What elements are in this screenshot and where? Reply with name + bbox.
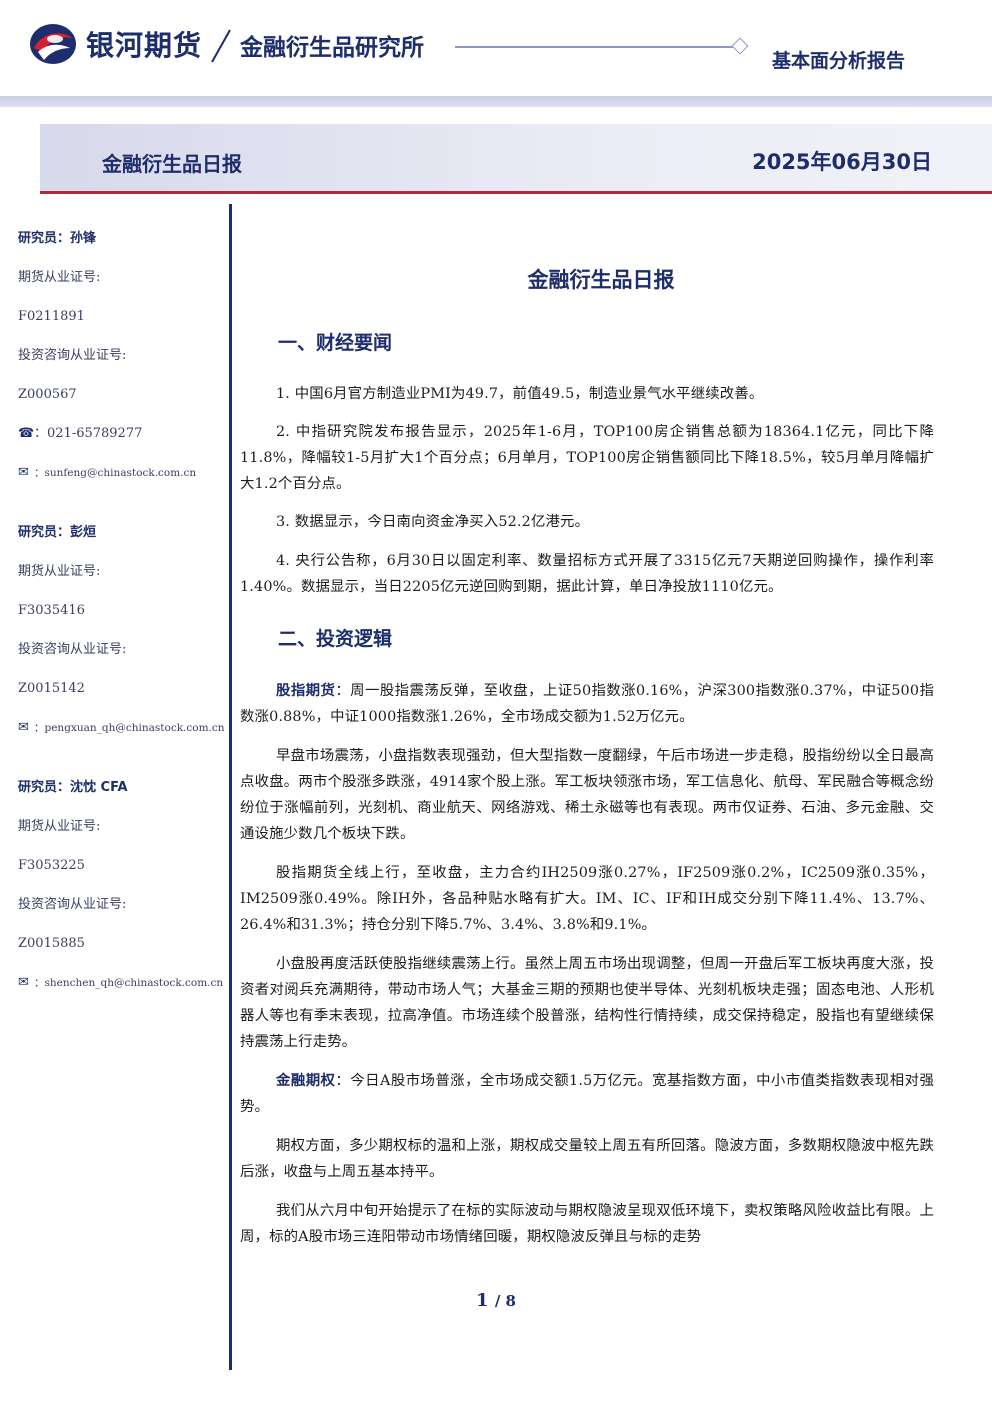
title-banner: 金融衍生品日报 2025年06月30日	[40, 124, 992, 194]
company-logo-icon	[30, 24, 76, 64]
license-number: F0211891	[18, 309, 85, 324]
document-title: 金融衍生品日报	[527, 268, 675, 292]
report-date: 2025年06月30日	[752, 150, 932, 174]
report-type: 基本面分析报告	[772, 50, 906, 72]
author-block: 研究员：孙锋 期货从业证号: F0211891 投资咨询从业证号: Z00056…	[18, 224, 230, 488]
email-icon: ✉	[18, 465, 29, 480]
paragraph: 小盘股再度活跃使股指继续震荡上行。虽然上周五市场出现调整，但周一开盘后军工板块再…	[240, 956, 934, 1050]
consult-label: 投资咨询从业证号:	[18, 897, 127, 912]
license-number: F3053225	[18, 858, 85, 873]
license-label: 期货从业证号:	[18, 564, 101, 579]
banner-title: 金融衍生品日报	[102, 152, 242, 176]
author-name: 研究员：彭烜	[18, 525, 97, 540]
main-content: 金融衍生品日报 一、财经要闻 1. 中国6月官方制造业PMI为49.7，前值49…	[240, 262, 934, 1250]
stock-futures-paragraph: 股指期货：周一股指震荡反弹，至收盘，上证50指数涨0.16%，沪深300指数涨0…	[240, 683, 934, 725]
paragraph: 早盘市场震荡，小盘指数表现强劲，但大型指数一度翻绿，午后市场进一步走稳，股指纷纷…	[240, 748, 934, 842]
consult-label: 投资咨询从业证号:	[18, 642, 127, 657]
phone-line: ☎：021-65789277	[18, 419, 230, 449]
consult-number: Z000567	[18, 387, 77, 402]
total-pages: / 8	[494, 1292, 516, 1310]
sidebar-divider	[229, 204, 232, 1370]
email-line: ✉ ：sunfeng@chinastock.com.cn	[18, 458, 230, 488]
license-label: 期货从业证号:	[18, 270, 101, 285]
options-label: 金融期权	[276, 1073, 336, 1089]
email-line: ✉ ：shenchen_qh@chinastock.com.cn	[18, 968, 230, 998]
section-heading-news: 一、财经要闻	[278, 332, 393, 354]
news-item: 3. 数据显示，今日南向资金净买入52.2亿港元。	[276, 514, 590, 530]
institute-name: 金融衍生品研究所	[240, 35, 424, 61]
paragraph: 我们从六月中旬开始提示了在标的实际波动与期权隐波呈现双低环境下，卖权策略风险收益…	[240, 1203, 934, 1245]
license-label: 期货从业证号:	[18, 819, 101, 834]
consult-number: Z0015142	[18, 681, 85, 696]
options-paragraph: 金融期权：今日A股市场普涨，全市场成交额1.5万亿元。宽基指数方面，中小市值类指…	[240, 1073, 934, 1115]
consult-number: Z0015885	[18, 936, 85, 951]
news-item: 4. 央行公告称，6月30日以固定利率、数量招标方式开展了3315亿元7天期逆回…	[240, 553, 934, 595]
email-address[interactable]: ：pengxuan_qh@chinastock.com.cn	[34, 722, 225, 734]
author-block: 研究员：彭烜 期货从业证号: F3035416 投资咨询从业证号: Z00151…	[18, 518, 230, 743]
slash-divider	[211, 29, 231, 63]
header-band	[0, 96, 992, 107]
stock-futures-label: 股指期货	[276, 683, 336, 699]
page-number: 1 / 8	[0, 1290, 992, 1311]
author-sidebar: 研究员：孙锋 期货从业证号: F0211891 投资咨询从业证号: Z00056…	[18, 224, 230, 1028]
header-divider-line	[455, 46, 733, 48]
page-header: 银河期货 金融衍生品研究所 基本面分析报告	[0, 0, 992, 100]
email-icon: ✉	[18, 720, 29, 735]
consult-label: 投资咨询从业证号:	[18, 348, 127, 363]
news-item: 1. 中国6月官方制造业PMI为49.7，前值49.5，制造业景气水平继续改善。	[276, 386, 764, 402]
paragraph: 期权方面，多少期权标的温和上涨，期权成交量较上周五有所回落。隐波方面，多数期权隐…	[240, 1138, 934, 1180]
author-block: 研究员：沈忱 CFA 期货从业证号: F3053225 投资咨询从业证号: Z0…	[18, 773, 230, 998]
paragraph: 股指期货全线上行，至收盘，主力合约IH2509涨0.27%，IF2509涨0.2…	[240, 865, 934, 933]
news-item: 2. 中指研究院发布报告显示，2025年1-6月，TOP100房企销售总额为18…	[240, 424, 934, 492]
current-page: 1	[476, 1290, 489, 1311]
email-icon: ✉	[18, 975, 29, 990]
license-number: F3035416	[18, 603, 85, 618]
phone-number: ：021-65789277	[34, 426, 143, 441]
email-line: ✉ ：pengxuan_qh@chinastock.com.cn	[18, 713, 230, 743]
phone-icon: ☎	[18, 426, 35, 441]
author-name: 研究员：沈忱 CFA	[18, 780, 128, 795]
author-name: 研究员：孙锋	[18, 231, 97, 246]
email-address[interactable]: ：shenchen_qh@chinastock.com.cn	[34, 977, 224, 989]
brand-name: 银河期货	[86, 29, 203, 62]
section-heading-logic: 二、投资逻辑	[278, 628, 393, 650]
diamond-icon	[731, 37, 749, 55]
email-address[interactable]: ：sunfeng@chinastock.com.cn	[34, 467, 197, 479]
